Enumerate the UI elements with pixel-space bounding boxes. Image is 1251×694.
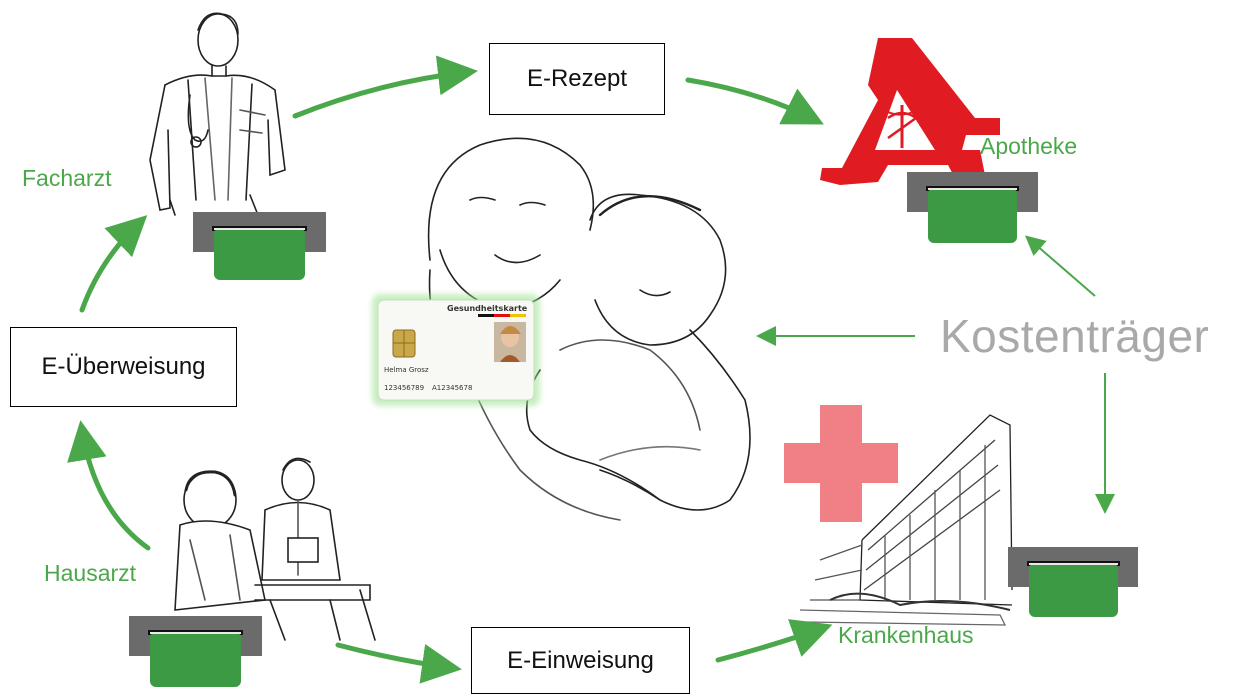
facharzt-figure: [149, 12, 286, 216]
arrow-einweisung-to-krankenhaus: [715, 619, 833, 663]
apotheke-label: Apotheke: [980, 133, 1078, 159]
card-reader-apotheke: [907, 172, 1038, 243]
card-holder-name: Helma Grosz: [384, 366, 429, 374]
facharzt-label: Facharzt: [22, 165, 112, 191]
arrow-facharzt-to-erezept: [292, 55, 478, 119]
hausarzt-figure: [174, 457, 376, 641]
apotheke-logo: [820, 38, 1000, 185]
e-ueberweisung-box: E-Überweisung: [10, 327, 237, 407]
e-einweisung-box: E-Einweisung: [471, 627, 690, 694]
flow-arrows: [67, 55, 833, 684]
krankenhaus-label: Krankenhaus: [838, 622, 974, 648]
hausarzt-label: Hausarzt: [44, 560, 137, 586]
krankenhaus-logo: [784, 405, 898, 522]
e-rezept-box: E-Rezept: [489, 43, 665, 115]
kostentraeger-arrows: [756, 235, 1115, 514]
arrow-hausarzt-to-ueberweisung: [67, 420, 151, 551]
arrow-hausarzt-to-einweisung: [335, 642, 462, 684]
krankenhaus-building: [799, 414, 1013, 626]
card-reader-hausarzt: [129, 616, 262, 687]
card-title: Gesundheitskarte: [447, 304, 528, 313]
health-card: [372, 294, 540, 406]
card-reader-facharzt: [193, 212, 326, 280]
arrow-erezept-to-apotheke: [685, 77, 824, 125]
arrow-kostentraeger-to-apotheke: [1024, 235, 1096, 297]
kostentraeger-label: Kostenträger: [940, 310, 1210, 362]
card-number-right: A12345678: [432, 384, 473, 392]
card-reader-krankenhaus: [1008, 547, 1138, 617]
arrow-ueberweisung-to-facharzt: [79, 215, 148, 313]
card-number-left: 123456789: [384, 384, 425, 392]
